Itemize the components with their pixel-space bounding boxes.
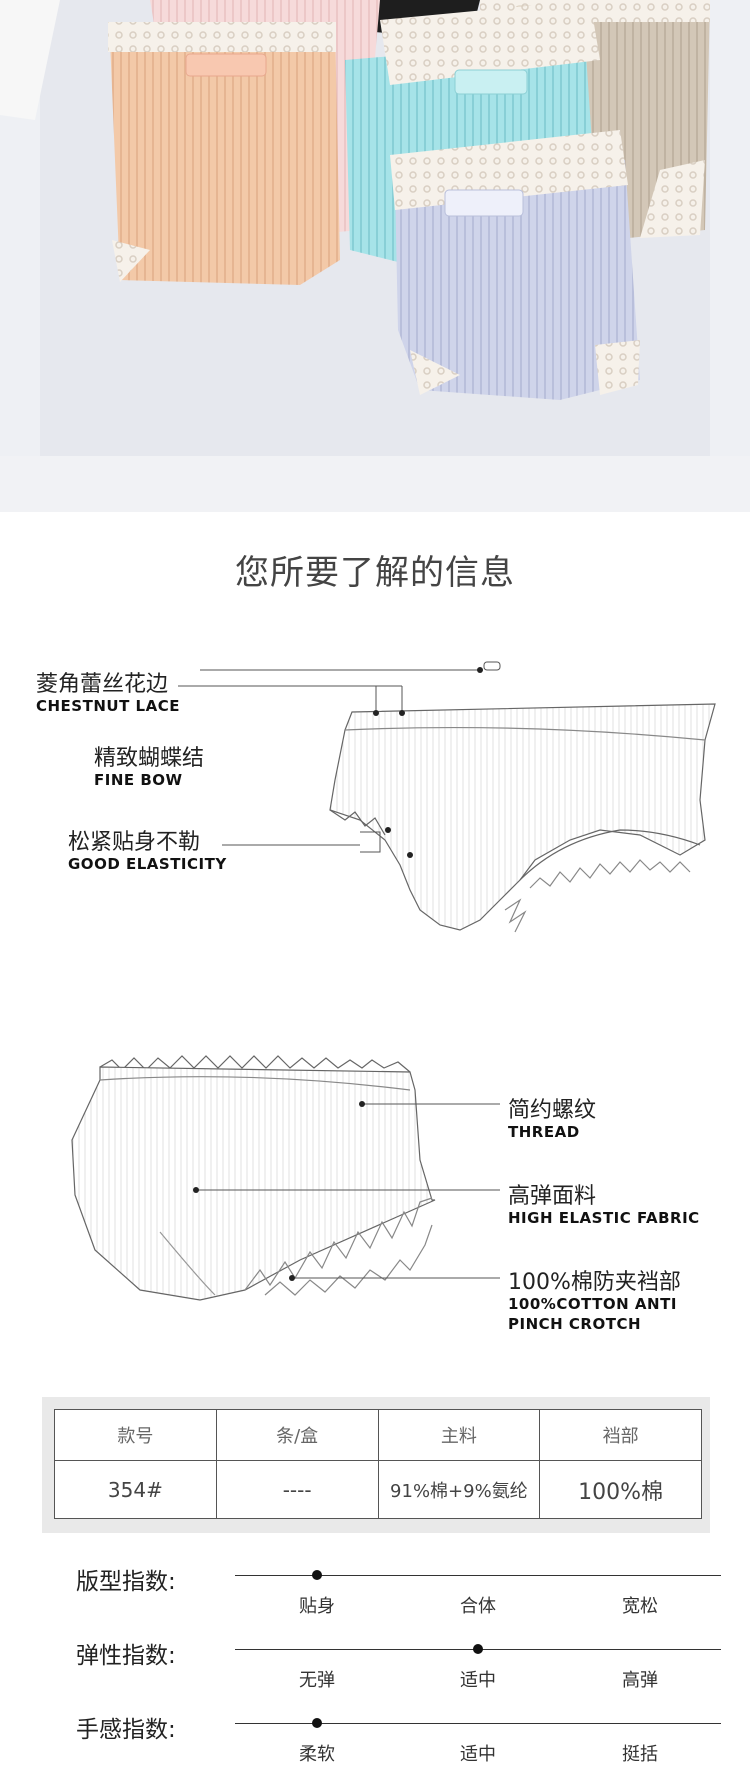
spec-value-per-box: ---- [215,1460,379,1519]
spec-value-main-material: 91%棉+9%氨纶 [377,1460,541,1519]
index-elasticity-marker [473,1644,483,1654]
spec-header-style-no: 款号 [54,1409,217,1461]
callout-lace-en: CHESTNUT LACE [36,697,180,715]
diagram-drawing [71,661,716,1301]
index-feel-marker [312,1718,322,1728]
index-feel-label: 手感指数: [76,1717,176,1743]
index-elasticity-option-1: 无弹 [299,1670,335,1691]
callout-crotch-en-line1: 100%COTTON ANTI [508,1295,677,1313]
spec-table-panel: 款号 条/盒 主料 裆部 354# ---- 91%棉+9%氨纶 100%棉 [42,1397,710,1533]
index-fit-scale [235,1575,721,1576]
back-view [71,1055,436,1301]
index-fit-marker [312,1570,322,1580]
index-feel-option-1: 柔软 [299,1744,335,1765]
index-feel-option-3: 挺括 [622,1744,658,1765]
section-title: 您所要了解的信息 [235,553,515,593]
spec-header-crotch: 裆部 [539,1409,702,1461]
callout-thread-cn: 简约螺纹 [508,1098,597,1123]
spec-header-per-box: 条/盒 [215,1409,379,1461]
callout-elastic-en: GOOD ELASTICITY [68,855,227,873]
index-fit-option-1: 贴身 [299,1596,335,1617]
spec-value-crotch: 100%棉 [539,1460,702,1519]
index-feel-option-2: 适中 [460,1744,496,1765]
bow-mark [483,661,501,671]
index-fit-option-3: 宽松 [622,1596,658,1617]
callout-bow-cn: 精致蝴蝶结 [94,746,205,771]
product-photo-illustration [0,0,750,512]
callout-fabric-en: HIGH ELASTIC FABRIC [508,1209,700,1227]
spec-table-header-row: 款号 条/盒 主料 裆部 [54,1409,702,1461]
index-elasticity-label: 弹性指数: [76,1643,176,1669]
spec-table-value-row: 354# ---- 91%棉+9%氨纶 100%棉 [54,1460,702,1519]
spec-table: 款号 条/盒 主料 裆部 354# ---- 91%棉+9%氨纶 100%棉 [54,1409,702,1519]
index-elasticity-option-3: 高弹 [622,1670,658,1691]
index-feel-scale [235,1723,721,1724]
product-photo [0,0,750,512]
callout-bow-en: FINE BOW [94,771,183,789]
front-view [329,703,716,933]
spec-header-main-material: 主料 [377,1409,541,1461]
index-fit-label: 版型指数: [76,1569,176,1595]
index-elasticity-option-2: 适中 [460,1670,496,1691]
callout-lace-cn: 菱角蕾丝花边 [36,672,169,697]
callout-fabric-cn: 高弹面料 [508,1184,597,1209]
callout-crotch-cn: 100%棉防夹裆部 [508,1270,681,1295]
product-diagram: 菱角蕾丝花边 CHESTNUT LACE 精致蝴蝶结 FINE BOW 松紧贴身… [0,640,750,1360]
index-fit-option-2: 合体 [460,1596,496,1617]
callout-thread-en: THREAD [508,1123,580,1141]
callout-crotch-en-line2: PINCH CROTCH [508,1315,642,1333]
spec-value-style-no: 354# [54,1460,217,1519]
callout-elastic-cn: 松紧贴身不勒 [68,830,201,855]
